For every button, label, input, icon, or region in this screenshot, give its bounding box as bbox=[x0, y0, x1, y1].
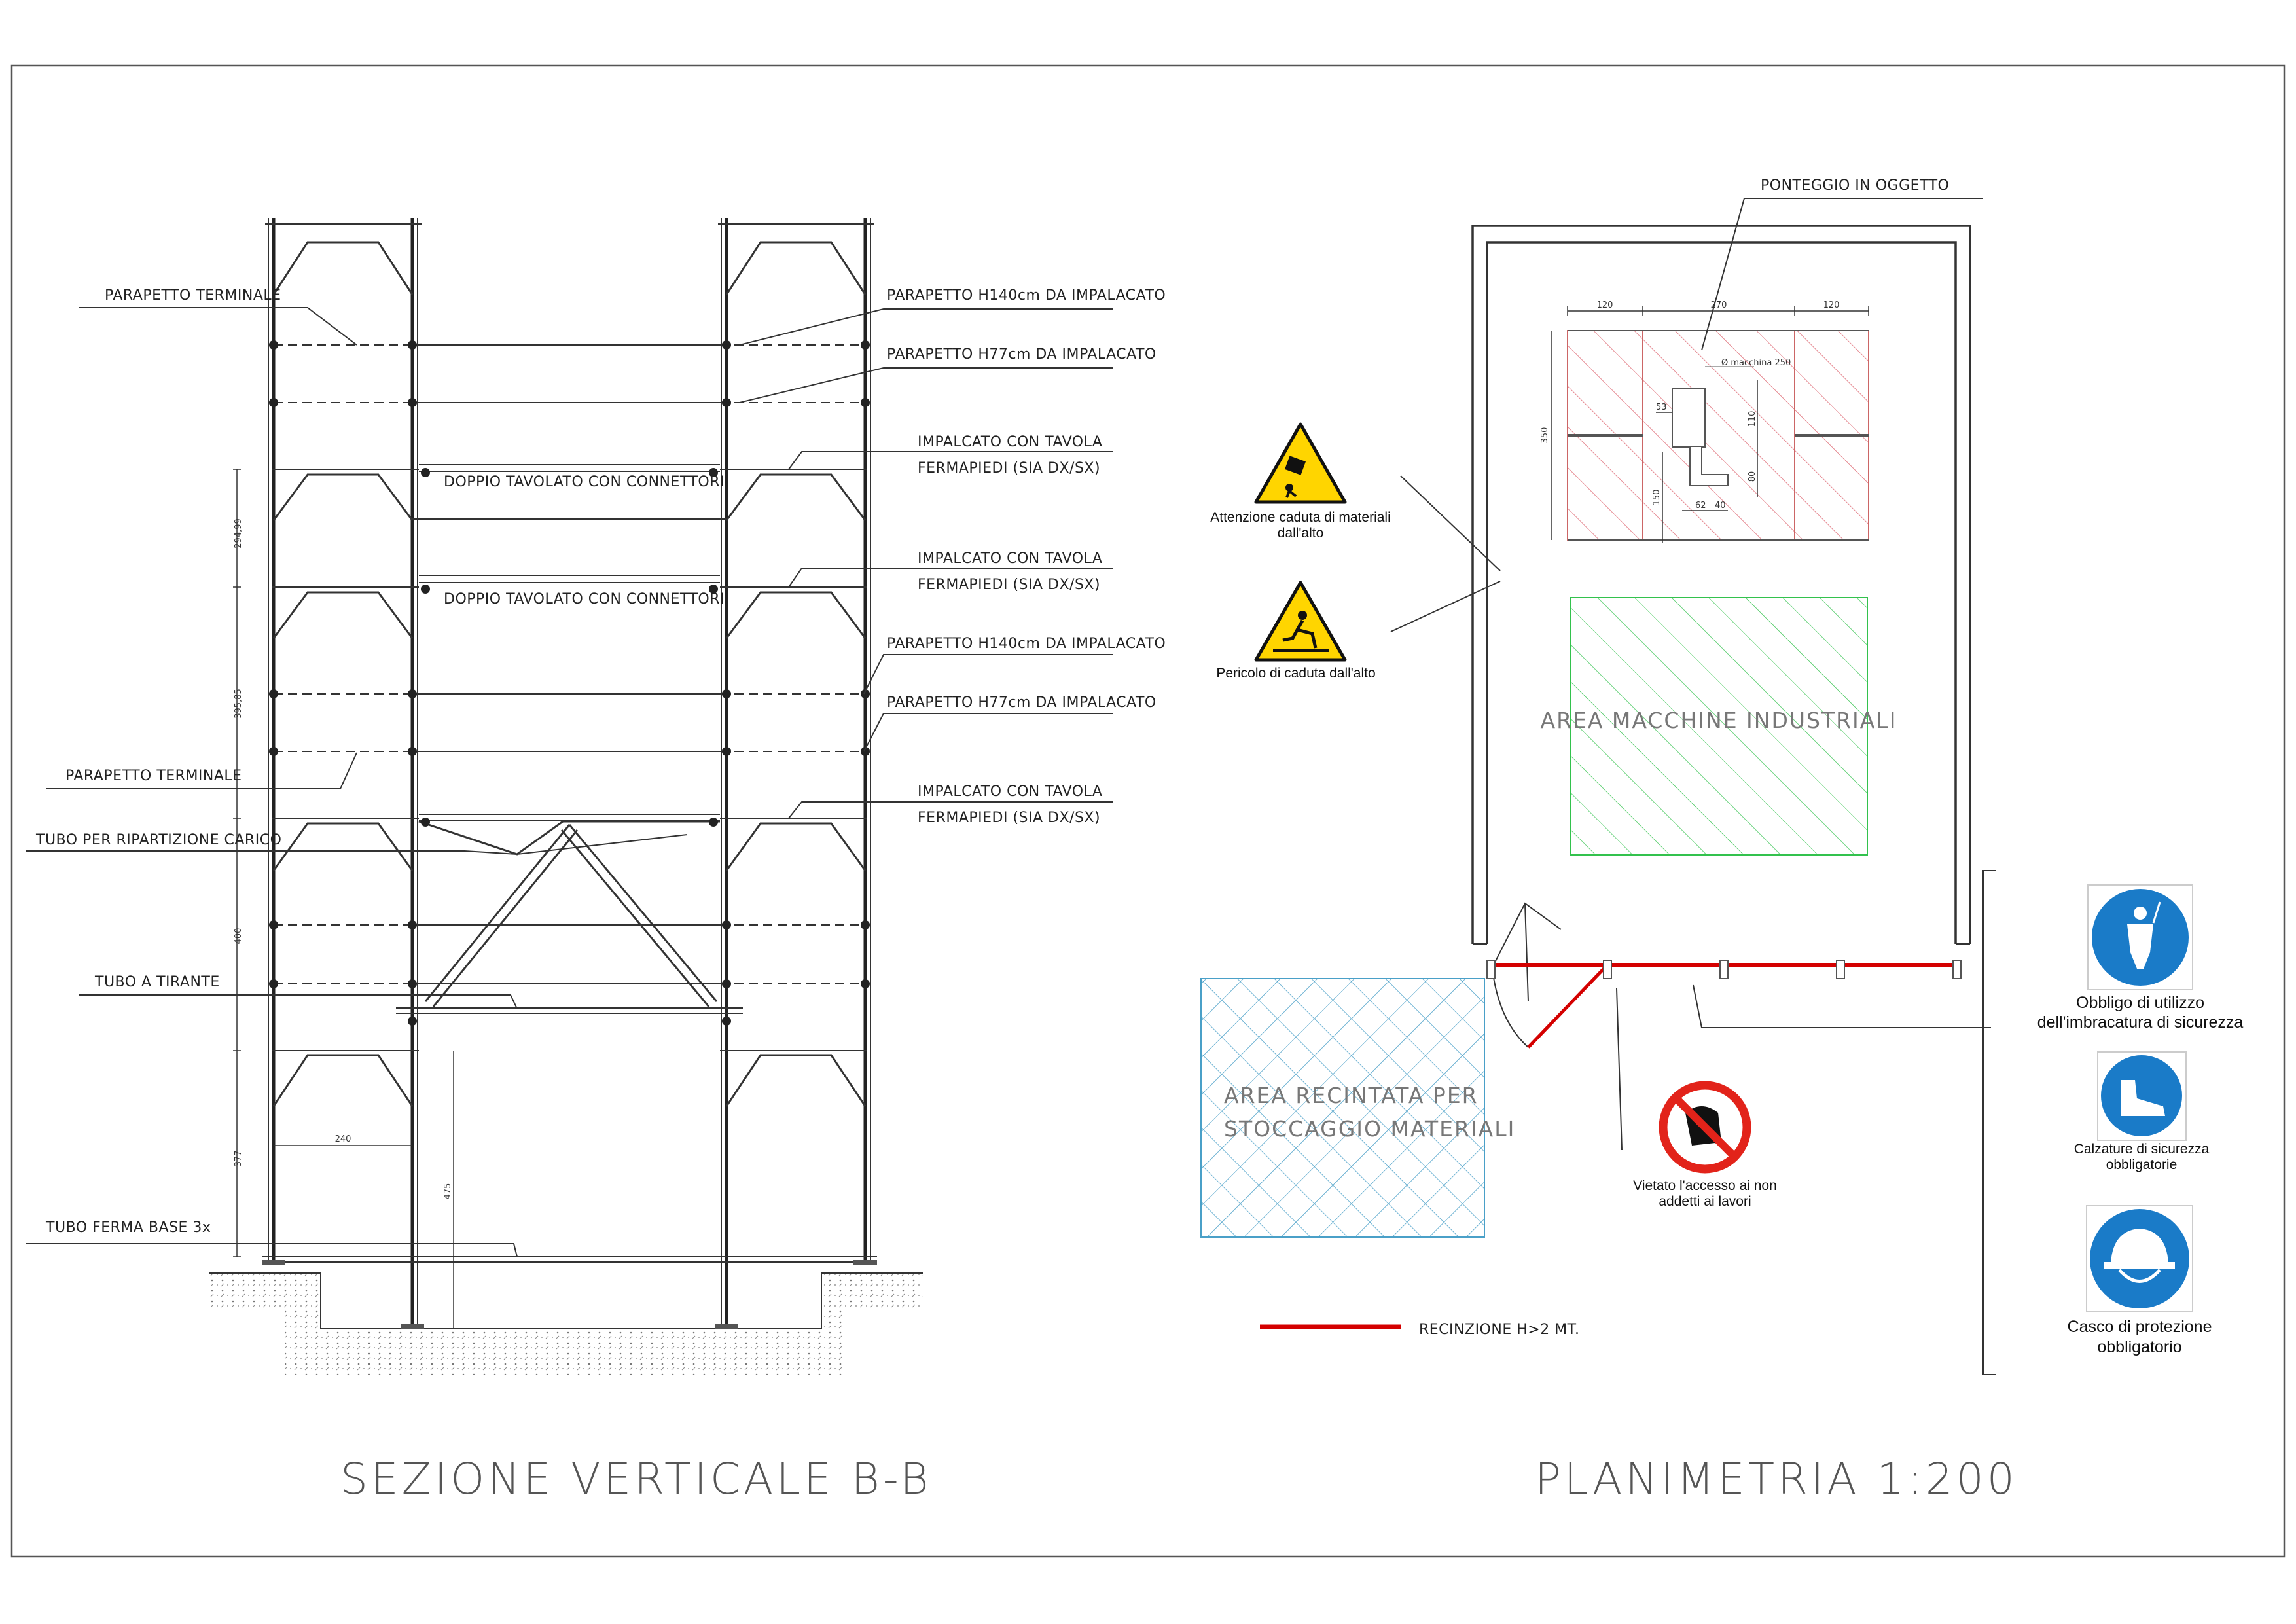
ponteggio-leader bbox=[1701, 198, 1983, 351]
plan-dim-150: 150 bbox=[1652, 490, 1662, 506]
label-impalcato-3-line1: IMPALCATO CON TAVOLA bbox=[918, 784, 1102, 800]
sign-leaders bbox=[1390, 475, 1996, 1375]
ground-soil bbox=[209, 1272, 923, 1375]
fence-line bbox=[1486, 960, 1962, 979]
base-plates bbox=[262, 1260, 877, 1329]
sign-vietato-1: Vietato l'accesso ai non bbox=[1633, 1178, 1777, 1193]
plan-dim-110: 110 bbox=[1748, 411, 1757, 427]
sign-calzature-1: Calzature di sicurezza bbox=[2074, 1142, 2210, 1157]
couplers bbox=[269, 340, 870, 1026]
plan-dim-120-right: 120 bbox=[1823, 300, 1840, 310]
gate-swing bbox=[1492, 902, 1609, 1049]
label-parapetto-h140-top: PARAPETTO H140cm DA IMPALACATO bbox=[887, 287, 1166, 304]
safety-harness-mandatory-icon bbox=[2087, 884, 2193, 990]
label-tubo-ferma-base: TUBO FERMA BASE 3x bbox=[45, 1219, 211, 1236]
guardrail-solid bbox=[412, 344, 726, 984]
falling-objects-warning-icon bbox=[1254, 422, 1347, 504]
plan-dim-120-left: 120 bbox=[1597, 300, 1613, 310]
label-impalcato-1-line1: IMPALCATO CON TAVOLA bbox=[918, 434, 1102, 450]
sign-imbracatura-1: Obbligo di utilizzo bbox=[2076, 994, 2204, 1012]
dim-294: 294,99 bbox=[234, 518, 243, 549]
dim-400: 400 bbox=[234, 928, 243, 945]
area-stoccaggio-zone bbox=[1200, 978, 1485, 1238]
guardrails bbox=[274, 344, 865, 984]
knee-braces bbox=[272, 241, 867, 1107]
sign-imbracatura-2: dell'imbracatura di sicurezza bbox=[2037, 1013, 2244, 1032]
area-macchine-zone bbox=[1570, 597, 1868, 856]
plan-title: PLANIMETRIA 1:200 bbox=[1535, 1454, 2018, 1504]
sign-pericolo-caduta: Pericolo di caduta dall'alto bbox=[1216, 666, 1375, 681]
safety-shoes-mandatory-icon bbox=[2097, 1051, 2187, 1141]
label-tubo-tirante: TUBO A TIRANTE bbox=[94, 974, 220, 990]
fall-hazard-warning-icon bbox=[1254, 581, 1347, 662]
label-area-recintata-2: STOCCAGGIO MATERIALI bbox=[1224, 1116, 1515, 1142]
label-impalcato-3-line2: FERMAPIEDI (SIA DX/SX) bbox=[918, 810, 1100, 826]
sign-calzature-2: obbligatorie bbox=[2106, 1157, 2178, 1172]
safety-signs: Attenzione caduta di materiali dall'alto… bbox=[1210, 422, 2244, 1356]
label-parapetto-h140-mid: PARAPETTO H140cm DA IMPALACATO bbox=[887, 636, 1166, 652]
label-parapetto-terminale-top: PARAPETTO TERMINALE bbox=[105, 287, 281, 304]
dim-395: 395,85 bbox=[234, 689, 243, 719]
label-doppio-tavolato-1: DOPPIO TAVOLATO CON CONNETTORI bbox=[444, 474, 725, 490]
dim-240: 240 bbox=[335, 1134, 351, 1144]
plan-dimension-lines bbox=[1551, 306, 1869, 543]
label-impalcato-2-line1: IMPALCATO CON TAVOLA bbox=[918, 550, 1102, 567]
label-impalcato-2-line2: FERMAPIEDI (SIA DX/SX) bbox=[918, 577, 1100, 593]
sign-casco-2: obbligatorio bbox=[2097, 1338, 2181, 1356]
label-area-macchine: AREA MACCHINE INDUSTRIALI bbox=[1541, 708, 1897, 733]
dimension-lines bbox=[233, 469, 454, 1329]
building-walls bbox=[1471, 225, 1971, 945]
plan-dim-53: 53 bbox=[1656, 403, 1667, 412]
site-plan-drawing: 120 270 120 350 Ø macchina 250 53 110 80… bbox=[1200, 177, 2018, 1504]
dim-377: 377 bbox=[234, 1151, 243, 1167]
load-distribution-braces bbox=[418, 820, 720, 1007]
sign-vietato-2: addetti ai lavori bbox=[1659, 1194, 1751, 1209]
section-title: SEZIONE VERTICALE B-B bbox=[340, 1454, 932, 1504]
label-area-recintata-1: AREA RECINTATA PER bbox=[1224, 1083, 1479, 1108]
plan-dim-80: 80 bbox=[1748, 471, 1757, 482]
section-leaders bbox=[26, 307, 1113, 1257]
plan-dim-machine: Ø macchina 250 bbox=[1721, 358, 1791, 368]
label-impalcato-1-line2: FERMAPIEDI (SIA DX/SX) bbox=[918, 460, 1100, 477]
scaffold-ledgers bbox=[262, 223, 877, 1263]
sheet-frame bbox=[10, 64, 2286, 1558]
sign-caduta-materiali-1: Attenzione caduta di materiali bbox=[1210, 510, 1391, 525]
scaffold-posts bbox=[268, 218, 871, 1329]
label-parapetto-terminale-mid: PARAPETTO TERMINALE bbox=[65, 768, 242, 784]
plan-dim-40: 40 bbox=[1715, 501, 1726, 511]
scaffold-plan-area bbox=[1567, 330, 1869, 541]
label-legend-recinzione: RECINZIONE H>2 MT. bbox=[1419, 1322, 1580, 1338]
label-doppio-tavolato-2: DOPPIO TAVOLATO CON CONNETTORI bbox=[444, 591, 725, 607]
vertical-section-drawing: 294,99 395,85 400 377 240 475 PARAPETTO … bbox=[26, 218, 1166, 1504]
label-parapetto-h77-top: PARAPETTO H77cm DA IMPALACATO bbox=[887, 346, 1157, 363]
no-entry-prohibition-icon bbox=[1659, 1081, 1751, 1174]
plan-dim-62: 62 bbox=[1695, 501, 1706, 511]
label-parapetto-h77-mid: PARAPETTO H77cm DA IMPALACATO bbox=[887, 695, 1157, 711]
hard-hat-mandatory-icon bbox=[2086, 1205, 2193, 1312]
sign-caduta-materiali-2: dall'alto bbox=[1278, 526, 1324, 541]
plan-dim-350: 350 bbox=[1540, 427, 1550, 444]
label-ponteggio: PONTEGGIO IN OGGETTO bbox=[1761, 177, 1949, 194]
label-tubo-ripartizione: TUBO PER RIPARTIZIONE CARICO bbox=[35, 832, 281, 848]
sign-casco-1: Casco di protezione bbox=[2068, 1318, 2212, 1336]
dim-475: 475 bbox=[443, 1183, 453, 1200]
